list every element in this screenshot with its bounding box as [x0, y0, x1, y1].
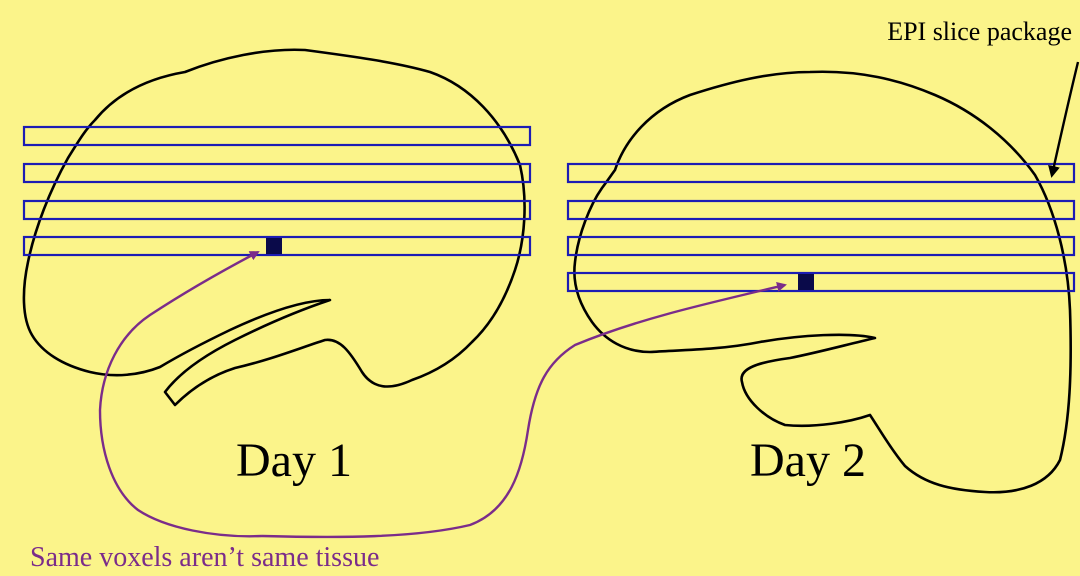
- brain-outline-day2: [573, 70, 1072, 494]
- brain-outline-day1: [22, 48, 526, 407]
- voxel-day2: [798, 274, 814, 290]
- arrow-to-voxel-day1: [98, 250, 263, 538]
- slice-3-day2: [566, 235, 1076, 257]
- label-epi-slice-package: EPI slice package: [887, 17, 1072, 46]
- label-day2: Day 2: [750, 434, 866, 487]
- voxel-day1: [266, 238, 282, 254]
- arrow-icon: [1048, 61, 1080, 178]
- slice-2-day1: [22, 162, 532, 184]
- label-day1: Day 1: [236, 434, 352, 487]
- slice-3-day1: [22, 199, 532, 221]
- arrow-to-voxel-day2: [261, 281, 787, 539]
- slice-package-day1: [22, 125, 532, 257]
- slice-4-day2: [566, 271, 1076, 293]
- slice-1-day2: [566, 162, 1076, 184]
- slice-2-day2: [566, 199, 1076, 221]
- slice-4-day1: [22, 235, 532, 257]
- slice-1-day1: [22, 125, 532, 147]
- caption-same-voxels: Same voxels aren’t same tissue: [30, 542, 379, 573]
- slice-package-day2: [566, 162, 1076, 293]
